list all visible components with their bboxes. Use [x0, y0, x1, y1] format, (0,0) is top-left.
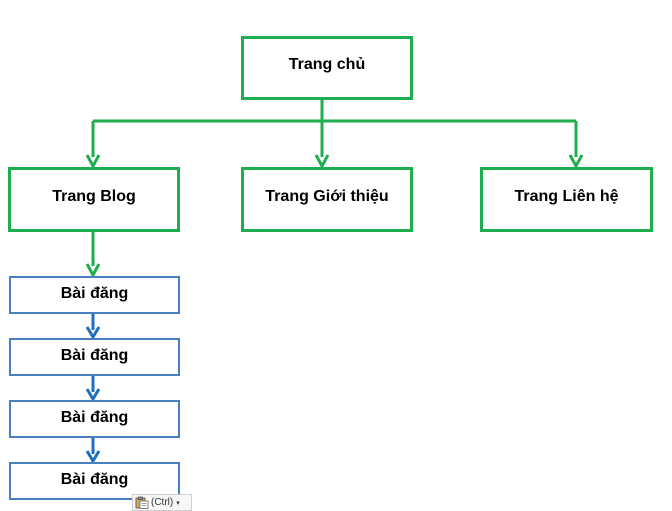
paste-options-button[interactable]: (Ctrl) ▾ [132, 494, 192, 511]
node-about-page[interactable]: Trang Giới thiệu [241, 167, 413, 232]
node-blog-page[interactable]: Trang Blog [8, 167, 180, 232]
arrowhead-post-2 [85, 326, 101, 340]
clipboard-icon [135, 496, 149, 509]
arrowhead-contact [568, 154, 584, 170]
arrowhead-post-1 [85, 263, 101, 279]
node-contact-label: Trang Liên hệ [514, 187, 619, 205]
paste-options-label: (Ctrl) [151, 497, 174, 508]
post-label: Bài đăng [60, 409, 129, 426]
node-blog-label: Trang Blog [52, 187, 136, 205]
arrowhead-post-3 [85, 388, 101, 402]
node-about-label: Trang Giới thiệu [265, 187, 389, 205]
node-post-2[interactable]: Bài đăng [9, 338, 180, 376]
arrowhead-blog [85, 154, 101, 170]
chevron-down-icon: ▾ [176, 499, 180, 507]
node-home-label: Trang chủ [288, 56, 366, 73]
node-contact-page[interactable]: Trang Liên hệ [480, 167, 653, 232]
node-post-4[interactable]: Bài đăng [9, 462, 180, 500]
node-post-1[interactable]: Bài đăng [9, 276, 180, 314]
node-post-3[interactable]: Bài đăng [9, 400, 180, 438]
arrowhead-about [314, 154, 330, 170]
node-home-page[interactable]: Trang chủ [241, 36, 413, 100]
arrowhead-post-4 [85, 450, 101, 464]
post-label: Bài đăng [60, 285, 129, 302]
post-label: Bài đăng [60, 347, 129, 364]
post-label: Bài đăng [60, 471, 129, 488]
